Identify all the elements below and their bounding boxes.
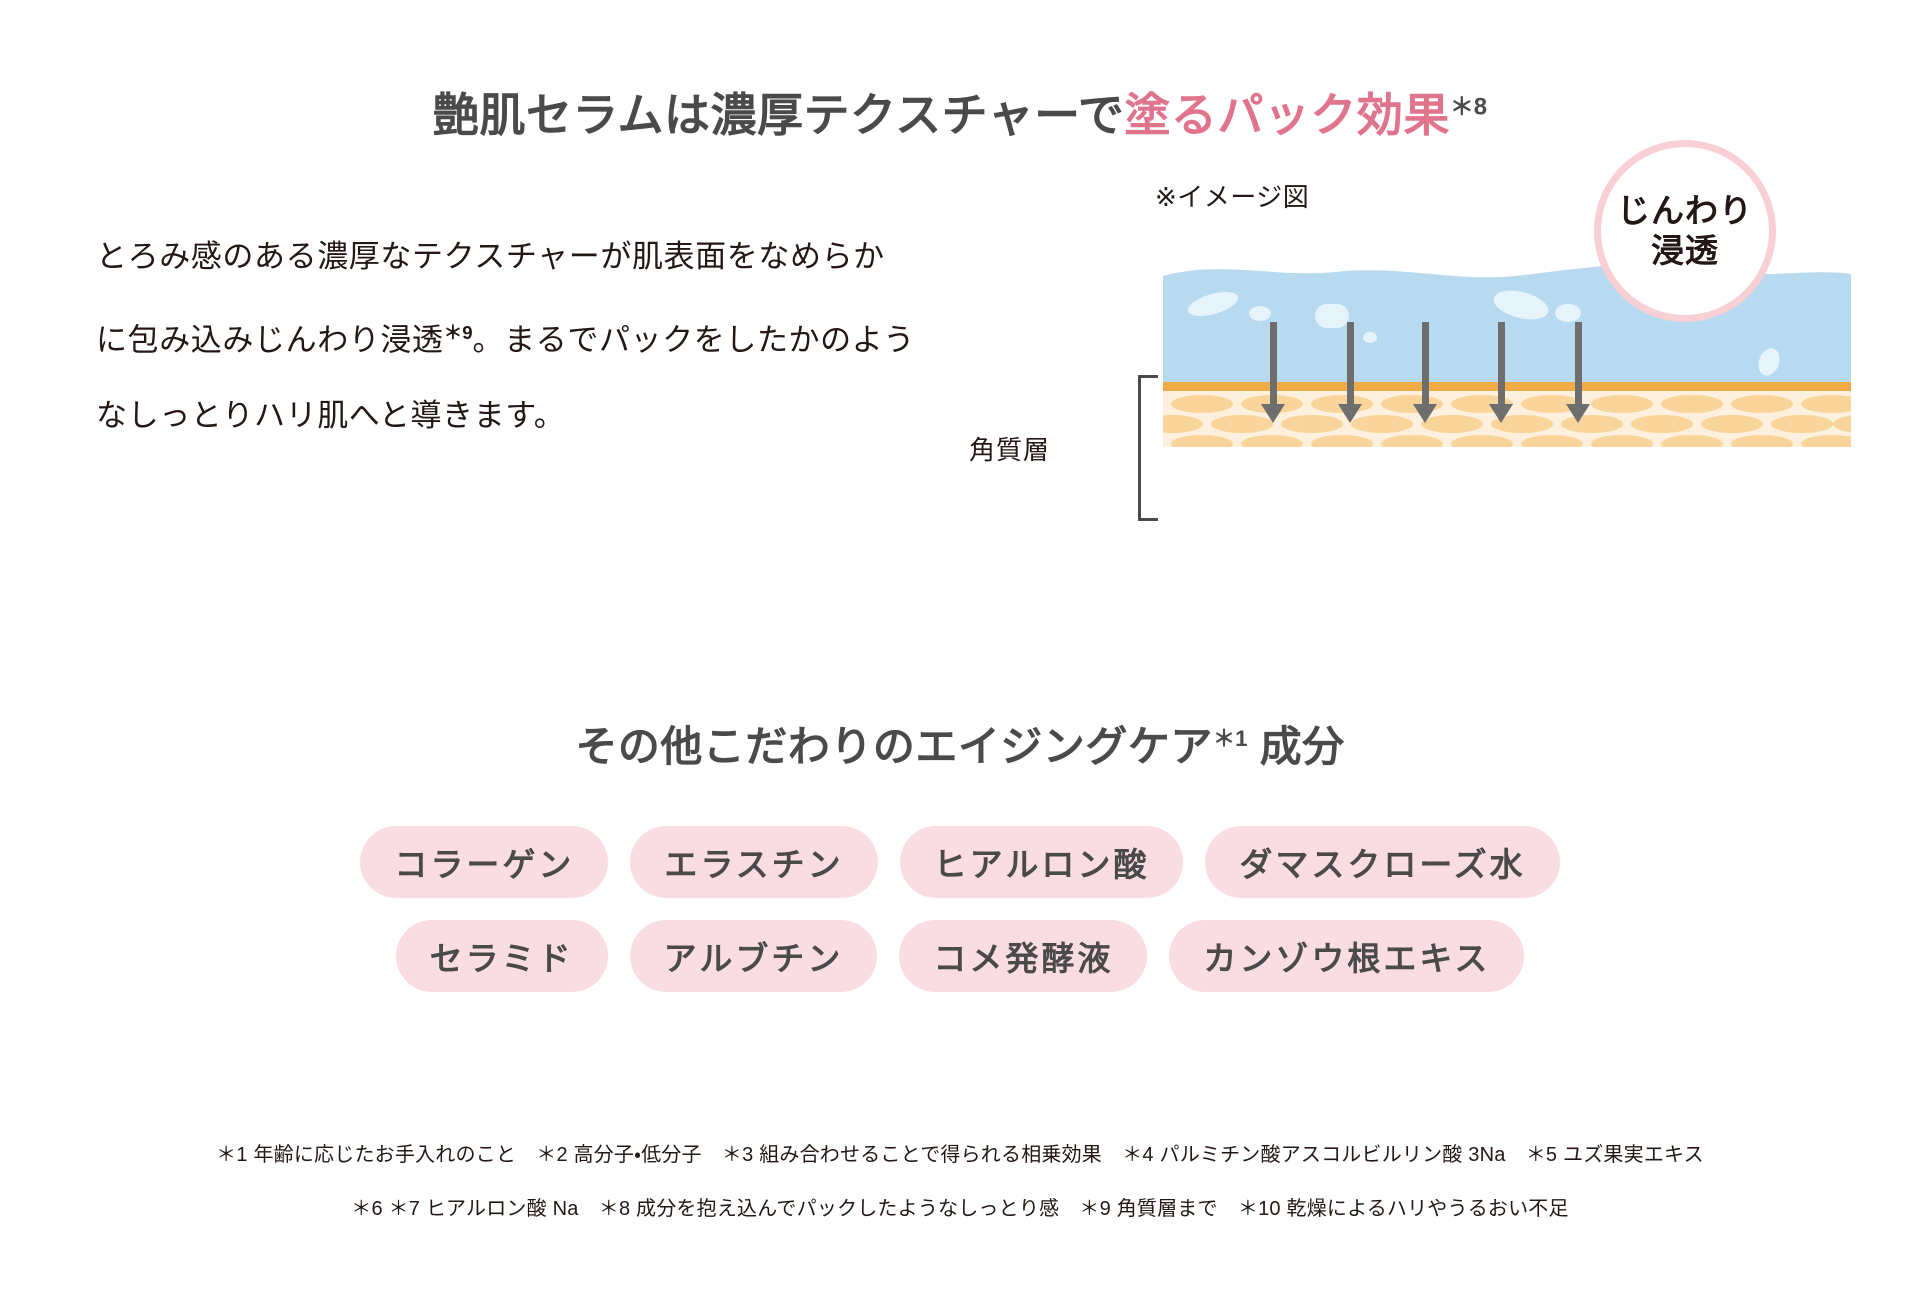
footnote-line-2: ＊6 ＊7 ヒアルロン酸 Na ＊8 成分を抱え込んでパックしたようなしっとり感… — [351, 1198, 1569, 1220]
page-title-superscript: ＊8 — [1449, 93, 1488, 121]
corneum-cell — [1211, 415, 1273, 433]
corneum-cell — [1241, 435, 1303, 447]
section-heading-ingredients: その他こだわりのエイジングケア＊1 成分 — [0, 713, 1920, 774]
corneum-cell — [1701, 415, 1763, 433]
footnotes: ＊1 年齢に応じたお手入れのこと ＊2 高分子・低分子 ＊3 組み合わせることで… — [0, 1128, 1920, 1236]
penetration-arrow — [1413, 322, 1437, 423]
corneum-cell — [1771, 415, 1833, 433]
ingredient-row-2: セラミド アルブチン コメ発酵液 カンゾウ根エキス — [395, 920, 1525, 992]
lead-line-1: とろみ感のある濃厚なテクスチャーが肌表面をな — [96, 239, 790, 274]
corneum-cell — [1381, 435, 1443, 447]
penetration-arrow — [1261, 322, 1285, 423]
ingredient-pill[interactable]: ダマスクローズ水 — [1205, 826, 1560, 898]
ingredient-pill-grid: コラーゲン エラスチン ヒアルロン酸 ダマスクローズ水 セラミド アルブチン コ… — [0, 826, 1920, 992]
ingredient-pill[interactable]: セラミド — [395, 920, 608, 992]
section-heading-suffix: 成分 — [1247, 722, 1345, 770]
penetration-badge: じんわり 浸透 — [1594, 140, 1776, 322]
corneum-bracket: 角質層 — [969, 375, 1158, 521]
penetration-badge-line-2: 浸透 — [1651, 232, 1719, 269]
corneum-cell — [1801, 435, 1851, 447]
footnote-line-1: ＊1 年齢に応じたお手入れのこと ＊2 高分子・低分子 ＊3 組み合わせることで… — [216, 1144, 1704, 1166]
lead-line-2b: 。まるでパックを — [472, 322, 726, 358]
ingredient-pill[interactable]: アルブチン — [629, 920, 878, 992]
corneum-cell — [1171, 435, 1233, 447]
lead-line-3: したかのようなしっとりハリ肌へと導きます。 — [96, 322, 915, 434]
corneum-cell — [1311, 435, 1373, 447]
penetration-arrow — [1566, 322, 1590, 423]
ingredient-pill[interactable]: コラーゲン — [360, 826, 609, 898]
corneum-cell — [1591, 435, 1653, 447]
corneum-cell — [1171, 395, 1233, 413]
serum-bubble — [1315, 304, 1349, 328]
serum-bubble — [1249, 306, 1271, 321]
lead-line-2a: めらかに包み込みじんわり浸透 — [96, 239, 885, 358]
page-title-accent: 塗るパック効果 — [1124, 88, 1450, 141]
corneum-cell — [1281, 415, 1343, 433]
section-heading-superscript: ＊1 — [1212, 725, 1248, 751]
corneum-cell — [1661, 395, 1723, 413]
corneum-cell — [1731, 435, 1793, 447]
ingredient-pill[interactable]: カンゾウ根エキス — [1169, 920, 1525, 992]
page-title: 艶肌セラムは濃厚テクスチャーで塗るパック効果＊8 — [0, 79, 1920, 145]
skin-surface-boundary — [1163, 382, 1851, 391]
serum-bubble — [1555, 304, 1581, 322]
section-heading-prefix: その他こだわりのエイジングケア — [575, 722, 1213, 770]
ingredient-pill[interactable]: コメ発酵液 — [899, 920, 1148, 992]
ingredient-pill[interactable]: エラスチン — [630, 826, 878, 898]
ingredient-row-1: コラーゲン エラスチン ヒアルロン酸 ダマスクローズ水 — [360, 826, 1560, 898]
corneum-cell — [1833, 415, 1851, 433]
corneum-cell — [1163, 415, 1203, 433]
corneum-cell — [1451, 435, 1513, 447]
corneum-cell — [1661, 435, 1723, 447]
corneum-cell — [1591, 395, 1653, 413]
lead-superscript-9: ＊9 — [443, 322, 473, 343]
ingredient-pill[interactable]: ヒアルロン酸 — [899, 826, 1184, 898]
skin-penetration-illustration: ※イメージ図 — [969, 140, 1880, 560]
corneum-cell — [1731, 395, 1793, 413]
image-disclaimer-label: ※イメージ図 — [1155, 182, 1310, 212]
penetration-arrow — [1338, 322, 1362, 423]
corneum-label: 角質層 — [969, 435, 1051, 465]
penetration-arrow — [1489, 322, 1513, 423]
penetration-badge-line-1: じんわり — [1617, 191, 1753, 229]
corneum-cell — [1521, 435, 1583, 447]
serum-bubble — [1363, 332, 1377, 343]
lead-paragraph: とろみ感のある濃厚なテクスチャーが肌表面をなめらかに包み込みじんわり浸透＊9。ま… — [96, 219, 916, 454]
page-title-prefix: 艶肌セラムは濃厚テクスチャーで — [432, 88, 1125, 141]
corneum-cell — [1801, 395, 1851, 413]
corneum-cell — [1351, 415, 1413, 433]
corneum-cell — [1631, 415, 1693, 433]
